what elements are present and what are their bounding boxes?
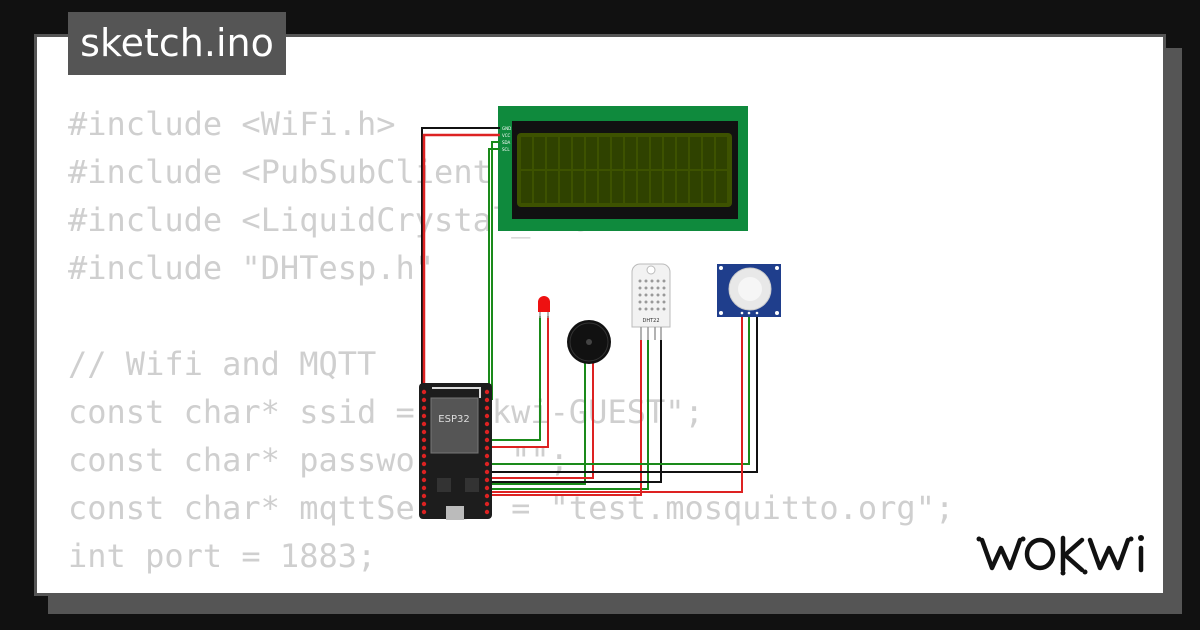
buzzer [567, 320, 611, 364]
wokwi-logo [976, 535, 1144, 576]
dht22-sensor: DHT22 [631, 263, 671, 340]
led [538, 296, 550, 318]
esp32-label: ESP32 [438, 414, 469, 425]
dht22-label: DHT22 [642, 318, 659, 324]
code-line: int port = 1883; [68, 537, 377, 575]
pir-motion-sensor [717, 264, 781, 317]
esp32-board: ESP32 [419, 383, 492, 520]
wires [421, 127, 758, 496]
lcd-pin-label: SDA [502, 140, 511, 145]
lcd-pin-label: SCL [502, 147, 510, 152]
code-line: const char* mqttServer = "test.mosquitto… [68, 489, 955, 527]
code-line: const char* password = ""; [68, 441, 569, 479]
code-line: // Wifi and MQTT [68, 345, 377, 383]
lcd-pin-label: GND [502, 126, 511, 131]
file-tab-title: sketch.ino [68, 12, 286, 75]
code-line: #include <WiFi.h> [68, 105, 396, 143]
lcd-display: GND VCC SDA SCL [498, 106, 748, 231]
code-line: const char* ssid = "Wokwi-GUEST"; [68, 393, 704, 431]
code-line: #include "DHTesp.h" [68, 249, 435, 287]
lcd-pin-label: VCC [502, 133, 511, 138]
